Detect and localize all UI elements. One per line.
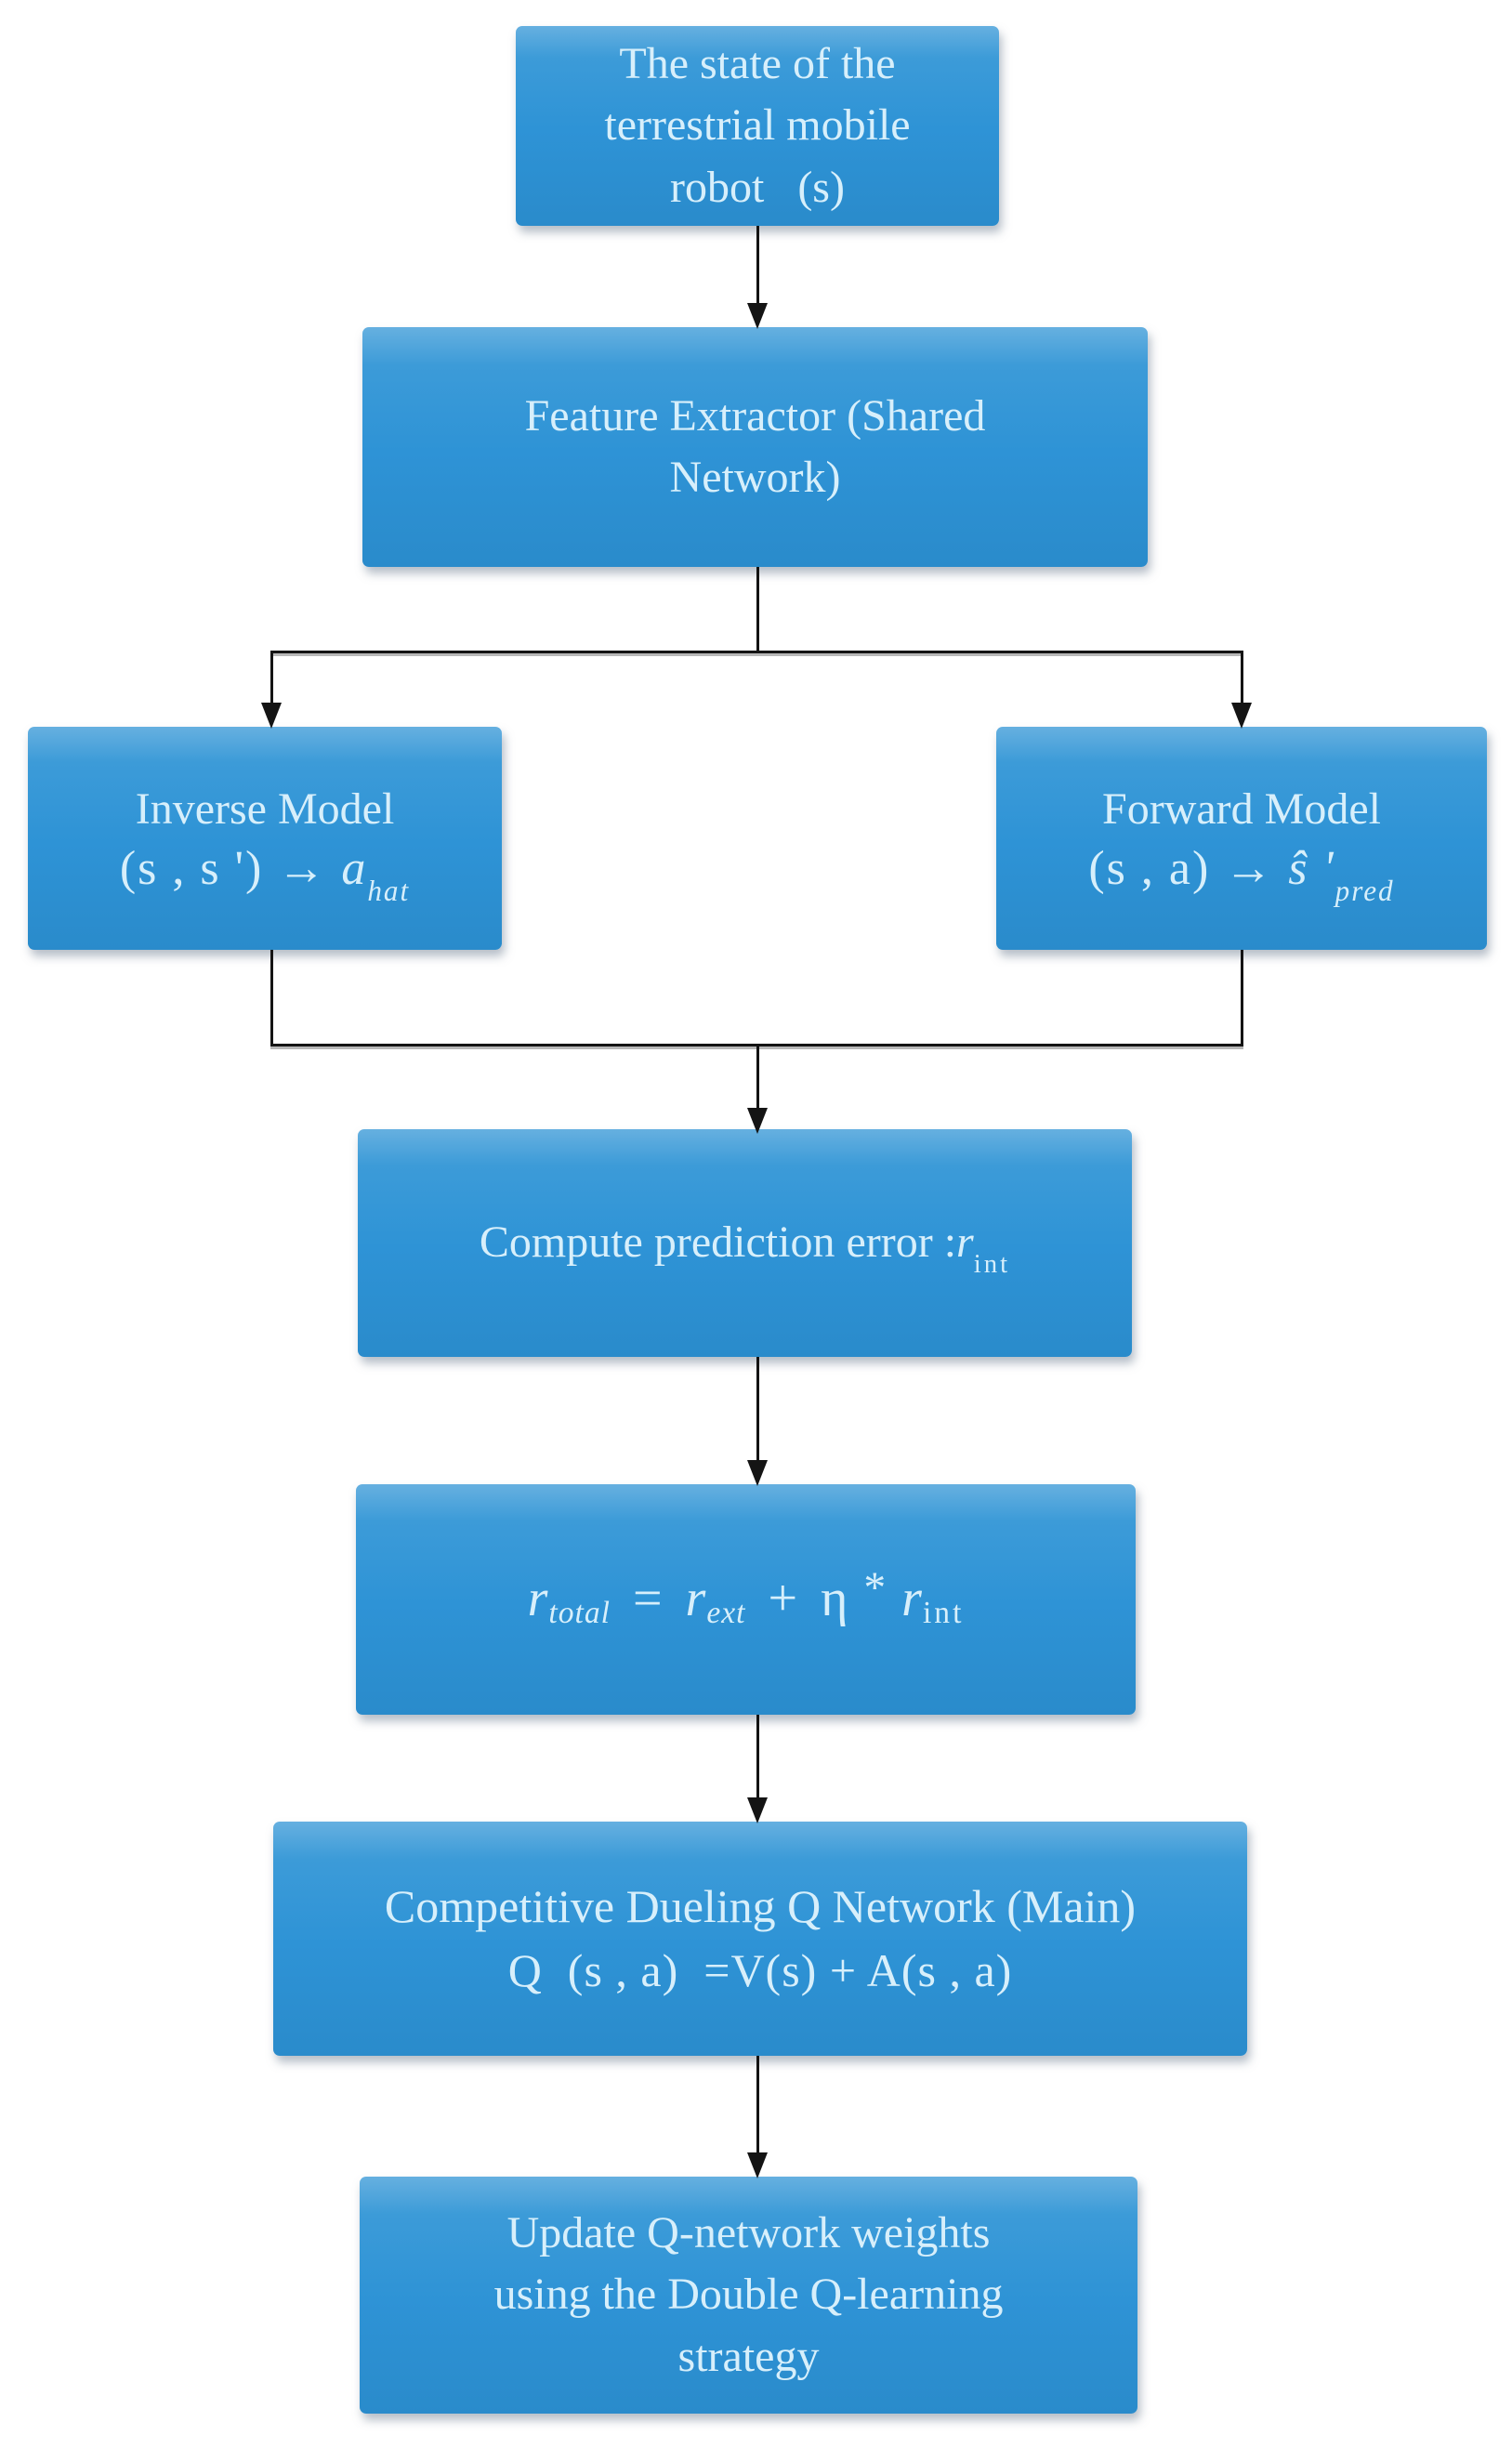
arrowhead-merge-to-error: [747, 1108, 768, 1134]
prediction-error-text: Compute prediction error :: [479, 1217, 957, 1268]
connector-merge-right: [1241, 950, 1243, 1044]
reward-plus: +: [768, 1570, 799, 1628]
connector-split-bar: [270, 651, 1243, 653]
connector-split-trunk: [756, 567, 759, 651]
forward-formula-sub: pred: [1335, 875, 1395, 908]
reward-r-ext-var: r: [685, 1570, 707, 1628]
node-prediction-error-label: Compute prediction error :rint: [479, 1212, 1010, 1277]
node-dueling-q-network: Competitive Dueling Q Network (Main) Q (…: [273, 1822, 1247, 2056]
node-update-weights: Update Q-network weights using the Doubl…: [360, 2177, 1137, 2414]
arrowhead-reward-to-dueling: [747, 1797, 768, 1823]
prediction-error-var: r: [956, 1217, 974, 1268]
connector-state-to-extractor: [756, 226, 759, 303]
arrowhead-split-right: [1231, 703, 1252, 729]
connector-split-right: [1241, 651, 1243, 703]
arrowhead-error-to-reward: [747, 1460, 768, 1486]
arrowhead-state-to-extractor: [747, 303, 768, 329]
node-forward-model-formula: (s , a) → ŝ 'pred: [1088, 840, 1394, 905]
node-inverse-model-title: Inverse Model: [135, 783, 395, 834]
connector-error-to-reward: [756, 1357, 759, 1460]
inverse-formula-sub: hat: [367, 875, 411, 908]
reward-equals: =: [632, 1570, 664, 1628]
arrowhead-dueling-to-update: [747, 2152, 768, 2178]
reward-eta: η: [821, 1570, 849, 1628]
inverse-formula-var: a: [327, 841, 368, 895]
node-robot-state-label: The state of the terrestrial mobile robo…: [604, 39, 911, 212]
inverse-formula-main: (s , s ') →: [119, 841, 328, 895]
reward-star: *: [863, 1564, 887, 1613]
arrowhead-split-left: [261, 703, 282, 729]
connector-dueling-to-update: [756, 2056, 759, 2152]
reward-r-int-var: r: [901, 1570, 923, 1628]
node-update-weights-label: Update Q-network weights using the Doubl…: [493, 2208, 1004, 2381]
connector-split-left: [270, 651, 273, 703]
dueling-q-equation: Q (s , a) =V(s) + A(s , a): [507, 1944, 1013, 1996]
connector-reward-to-dueling: [756, 1715, 759, 1797]
connector-merge-trunk: [756, 1044, 759, 1108]
node-robot-state: The state of the terrestrial mobile robo…: [516, 26, 999, 226]
node-forward-model-title: Forward Model: [1102, 783, 1381, 834]
forward-formula-var: ŝ ': [1274, 841, 1335, 895]
connector-merge-left: [270, 950, 273, 1044]
node-feature-extractor: Feature Extractor (Shared Network): [362, 327, 1148, 567]
node-forward-model: Forward Model (s , a) → ŝ 'pred: [996, 727, 1487, 950]
node-feature-extractor-label: Feature Extractor (Shared Network): [524, 390, 986, 502]
node-prediction-error: Compute prediction error :rint: [358, 1129, 1132, 1357]
forward-formula-main: (s , a) →: [1088, 841, 1275, 895]
node-inverse-model-formula: (s , s ') → ahat: [119, 840, 410, 905]
dueling-q-title: Competitive Dueling Q Network (Main): [384, 1880, 1137, 1932]
prediction-error-sub: int: [973, 1249, 1011, 1280]
reward-r-total-var: r: [527, 1570, 549, 1628]
node-inverse-model: Inverse Model (s , s ') → ahat: [28, 727, 502, 950]
